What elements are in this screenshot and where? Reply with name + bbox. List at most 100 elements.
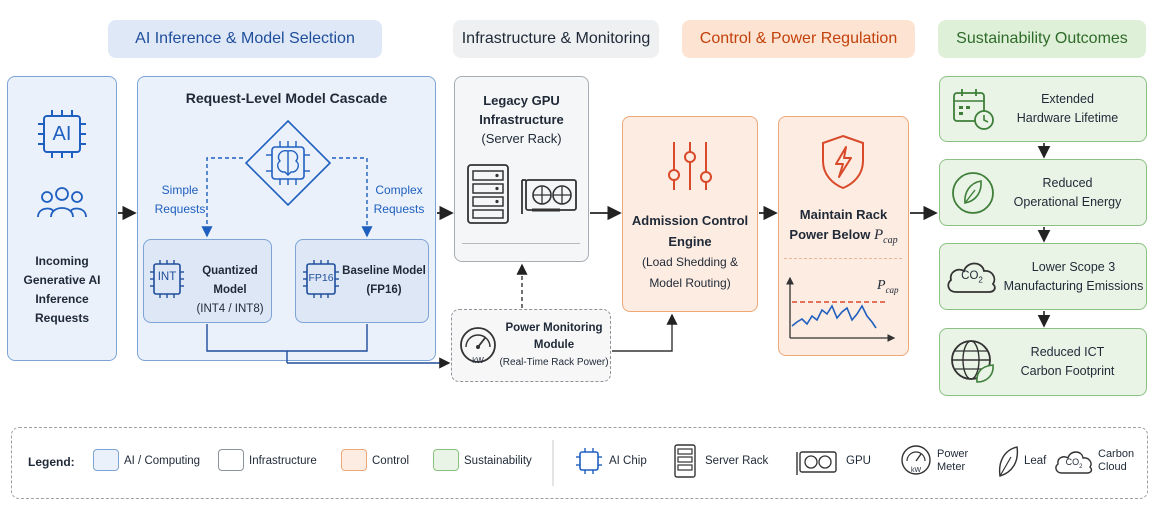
outcome-2-line1: Reduced [1042, 176, 1093, 190]
int-chip-icon [150, 260, 184, 298]
legend-co2-sub: 2 [1079, 463, 1083, 470]
legend-control-label: Control [372, 455, 410, 467]
arrow-monitor-to-admission [612, 313, 678, 352]
power-meter-icon [460, 327, 496, 363]
outcome-4-line2: Carbon Footprint [1020, 364, 1115, 378]
legend-sustain-label: Sustainability [464, 455, 532, 467]
quant-line1: Quantized Model [202, 265, 258, 296]
shield-bolt-icon [822, 134, 864, 190]
legend-swatch-ai [93, 449, 119, 471]
complex-line1: Complex [375, 183, 423, 197]
rack-power-text: Maintain Rack Power Below Pcap [778, 205, 909, 251]
brain-chip-icon [244, 119, 332, 207]
admission-line3: (Load Shedding & [641, 255, 739, 269]
ai-chip-icon [38, 110, 86, 158]
quantized-model-box [143, 239, 272, 323]
header-sustainability: Sustainability Outcomes [938, 20, 1146, 58]
incoming-line1: Incoming [35, 254, 89, 268]
gauge-unit: kW [472, 356, 484, 365]
outcome-2-line2: Operational Energy [1013, 195, 1122, 209]
legend-gpu-label: GPU [846, 455, 871, 467]
plot-cap-symbol: P [877, 278, 886, 293]
fp16-chip-icon [303, 260, 339, 298]
legacy-divider [462, 243, 580, 244]
legend-chip-icon [576, 448, 602, 474]
header-control-label: Control & Power Regulation [699, 30, 898, 47]
quantized-model-text: Quantized Model (INT4 / INT8) [186, 262, 274, 319]
simple-line1: Simple [161, 183, 199, 197]
header-sustain-label: Sustainability Outcomes [956, 30, 1128, 47]
legacy-line2: Infrastructure [479, 112, 564, 127]
complex-requests-label: Complex Requests [367, 181, 431, 219]
legend-rack-icon [674, 444, 696, 478]
header-control: Control & Power Regulation [682, 20, 915, 58]
rack-line2-text: Power Below [789, 227, 871, 242]
incoming-line2: Generative AI [23, 273, 101, 287]
calendar-clock-icon [953, 89, 994, 130]
cap-symbol: P [873, 227, 884, 243]
leaf-circle-icon [952, 172, 994, 214]
legend-chip-label: AI Chip [609, 455, 647, 467]
legend-meter-icon [901, 445, 931, 475]
legend-co2-text: CO [1065, 457, 1080, 467]
outcome-2-text: Reduced Operational Energy [1000, 174, 1135, 212]
globe-leaf-icon [951, 340, 994, 383]
co2-cloud-text: CO2 [944, 270, 1000, 284]
complex-branch [332, 157, 373, 238]
cascade-title: Request-Level Model Cascade [185, 90, 388, 106]
legend-cloud-label: Carbon Cloud [1098, 448, 1134, 474]
control-sliders-icon [668, 142, 712, 190]
admission-text: Admission Control Engine (Load Shedding … [622, 210, 758, 294]
power-trace [791, 304, 877, 329]
admission-line4: Model Routing) [649, 276, 731, 290]
incoming-requests-box [7, 76, 117, 361]
header-infra-label: Infrastructure & Monitoring [461, 30, 651, 47]
gpu-icon [521, 179, 577, 214]
power-cap-plot [786, 276, 896, 342]
simple-requests-label: Simple Requests [150, 181, 210, 219]
outcome-box-1 [939, 76, 1147, 142]
legend-meter-line1: Power [937, 448, 969, 460]
plot-cap-sub: cap [885, 284, 899, 295]
legend-cloud-line1: Carbon [1098, 448, 1135, 460]
server-rack-icon [467, 164, 509, 224]
legend-swatch-control [341, 449, 367, 471]
incoming-title: Incoming Generative AI Inference Request… [7, 252, 117, 328]
plot-cap-label: Pcap [877, 278, 899, 295]
outcome-1-text: Extended Hardware Lifetime [1000, 90, 1135, 128]
incoming-line3: Inference Requests [34, 292, 90, 325]
complex-line2: Requests [373, 202, 425, 216]
header-infrastructure: Infrastructure & Monitoring [453, 20, 659, 58]
quant-line2: (INT4 / INT8) [196, 303, 264, 315]
baseline-model-box [295, 239, 429, 323]
base-line1: Baseline Model [342, 265, 426, 277]
legend-meter-line2: Meter [937, 461, 966, 473]
rack-line2: Power Below Pcap [778, 225, 909, 251]
outcome-box-4 [939, 328, 1147, 396]
legend-rack-label: Server Rack [705, 455, 769, 467]
legend-cloud-line2: Cloud [1098, 461, 1127, 473]
legacy-title: Legacy GPU Infrastructure (Server Rack) [454, 91, 589, 148]
monitor-line3: (Real-Time Rack Power) [499, 357, 609, 368]
outcome-3-text: Lower Scope 3 Manufacturing Emissions [1002, 258, 1145, 296]
monitor-line2: Module [533, 339, 575, 351]
int-badge: INT [157, 271, 177, 283]
power-monitoring-text: Power Monitoring Module (Real-Time Rack … [498, 320, 610, 371]
legend-leaf-icon [998, 446, 1019, 477]
monitor-line1: Power Monitoring [505, 322, 603, 334]
admission-line1: Admission Control [631, 213, 749, 228]
legend-leaf-label: Leaf [1024, 455, 1047, 467]
header-ai-inference: AI Inference & Model Selection [108, 20, 382, 58]
baseline-model-text: Baseline Model (FP16) [341, 262, 427, 300]
cap-sub: cap [883, 235, 898, 246]
legacy-line3: (Server Rack) [481, 131, 562, 146]
header-ai-label: AI Inference & Model Selection [135, 30, 355, 47]
simple-branch [201, 157, 243, 238]
legend-infra-label: Infrastructure [249, 455, 317, 467]
legend-cloud-text: CO2 [1053, 457, 1095, 470]
admission-line2: Engine [668, 234, 712, 249]
legend-cloud-icon [1055, 451, 1093, 474]
outcome-1-line2: Hardware Lifetime [1016, 111, 1119, 125]
simple-line2: Requests [154, 202, 206, 216]
